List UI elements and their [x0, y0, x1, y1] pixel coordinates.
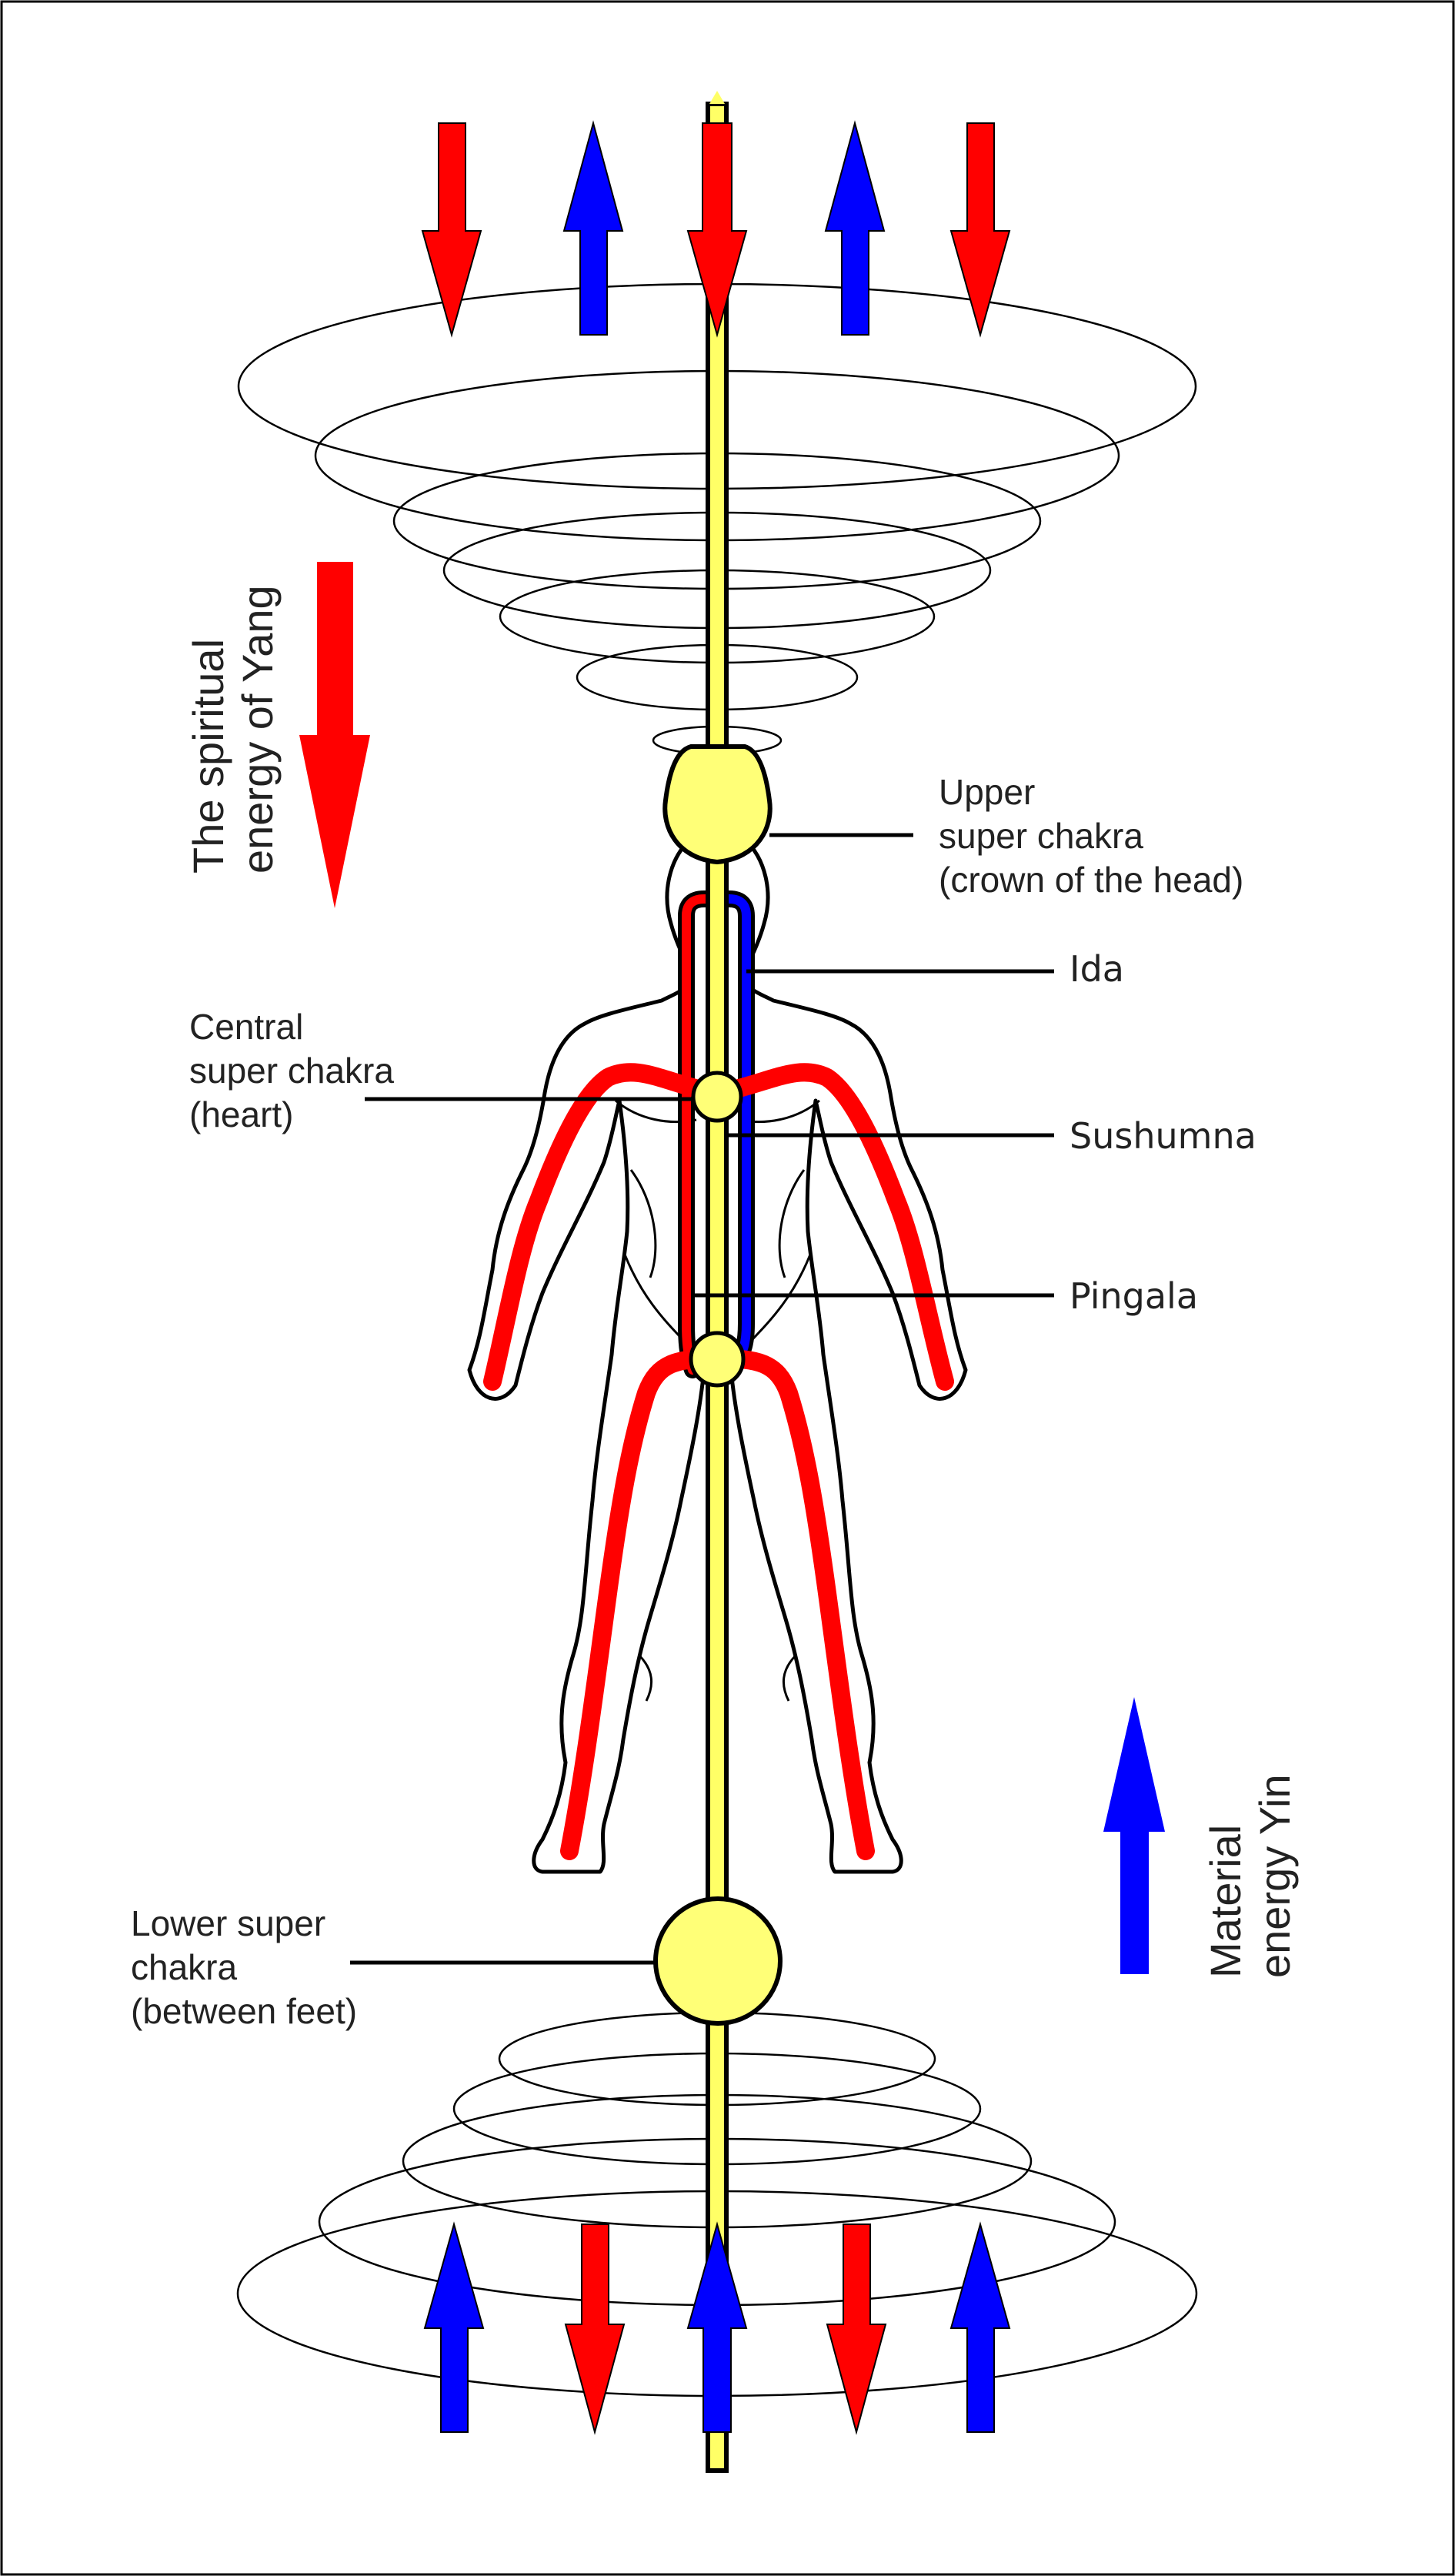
lower-chakra-label-line1: Lower super — [131, 1903, 325, 1943]
central-chakra-label-line1: Central — [189, 1007, 303, 1047]
arrow-up-blue — [949, 2221, 1011, 2433]
sushumna-central-channel — [706, 102, 729, 2473]
arrow-down-red — [421, 122, 482, 338]
arrow-down-red — [949, 122, 1011, 338]
arrow-up-blue — [824, 120, 886, 336]
lower-chakra-label-line3: (between feet) — [131, 1991, 357, 2031]
channel-top-tip — [709, 91, 725, 104]
yang-label: The spiritual energy of Yang — [184, 585, 282, 874]
lower-chakra-label-line2: chakra — [131, 1947, 237, 1987]
yin-label-line1: Material — [1201, 1825, 1250, 1978]
yin-label: Material energy Yin — [1201, 1774, 1299, 1978]
sacral-chakra — [689, 1331, 746, 1388]
upper-super-chakra — [662, 744, 773, 865]
upper-chakra-label-line1: Upper — [939, 772, 1035, 812]
arrow-down-red — [686, 122, 748, 338]
central-super-chakra — [691, 1071, 743, 1123]
arrow-up-blue — [423, 2221, 485, 2433]
bottom-arrow-row — [423, 2221, 1011, 2435]
yang-down-arrow — [299, 562, 370, 908]
central-chakra-label-line3: (heart) — [189, 1094, 293, 1134]
arrow-up-blue — [562, 120, 624, 336]
yin-label-line2: energy Yin — [1250, 1774, 1299, 1978]
central-chakra-label-line2: super chakra — [189, 1051, 394, 1091]
ida-label: Ida — [1070, 948, 1124, 990]
yin-up-arrow — [1103, 1697, 1165, 1974]
yang-label-line2: energy of Yang — [233, 585, 282, 874]
yang-label-line1: The spiritual — [184, 639, 232, 874]
upper-chakra-label-line3: (crown of the head) — [939, 860, 1243, 900]
lower-super-chakra — [653, 1896, 783, 2026]
upper-chakra-label-line2: super chakra — [939, 816, 1143, 856]
top-arrow-row — [421, 120, 1011, 338]
pingala-label: Pingala — [1070, 1275, 1198, 1317]
arrow-down-red — [826, 2224, 887, 2435]
arrow-down-red — [564, 2224, 626, 2435]
arrow-up-blue — [686, 2221, 748, 2433]
sushumna-label: Sushumna — [1070, 1115, 1256, 1157]
leader-lines — [350, 833, 1054, 1965]
